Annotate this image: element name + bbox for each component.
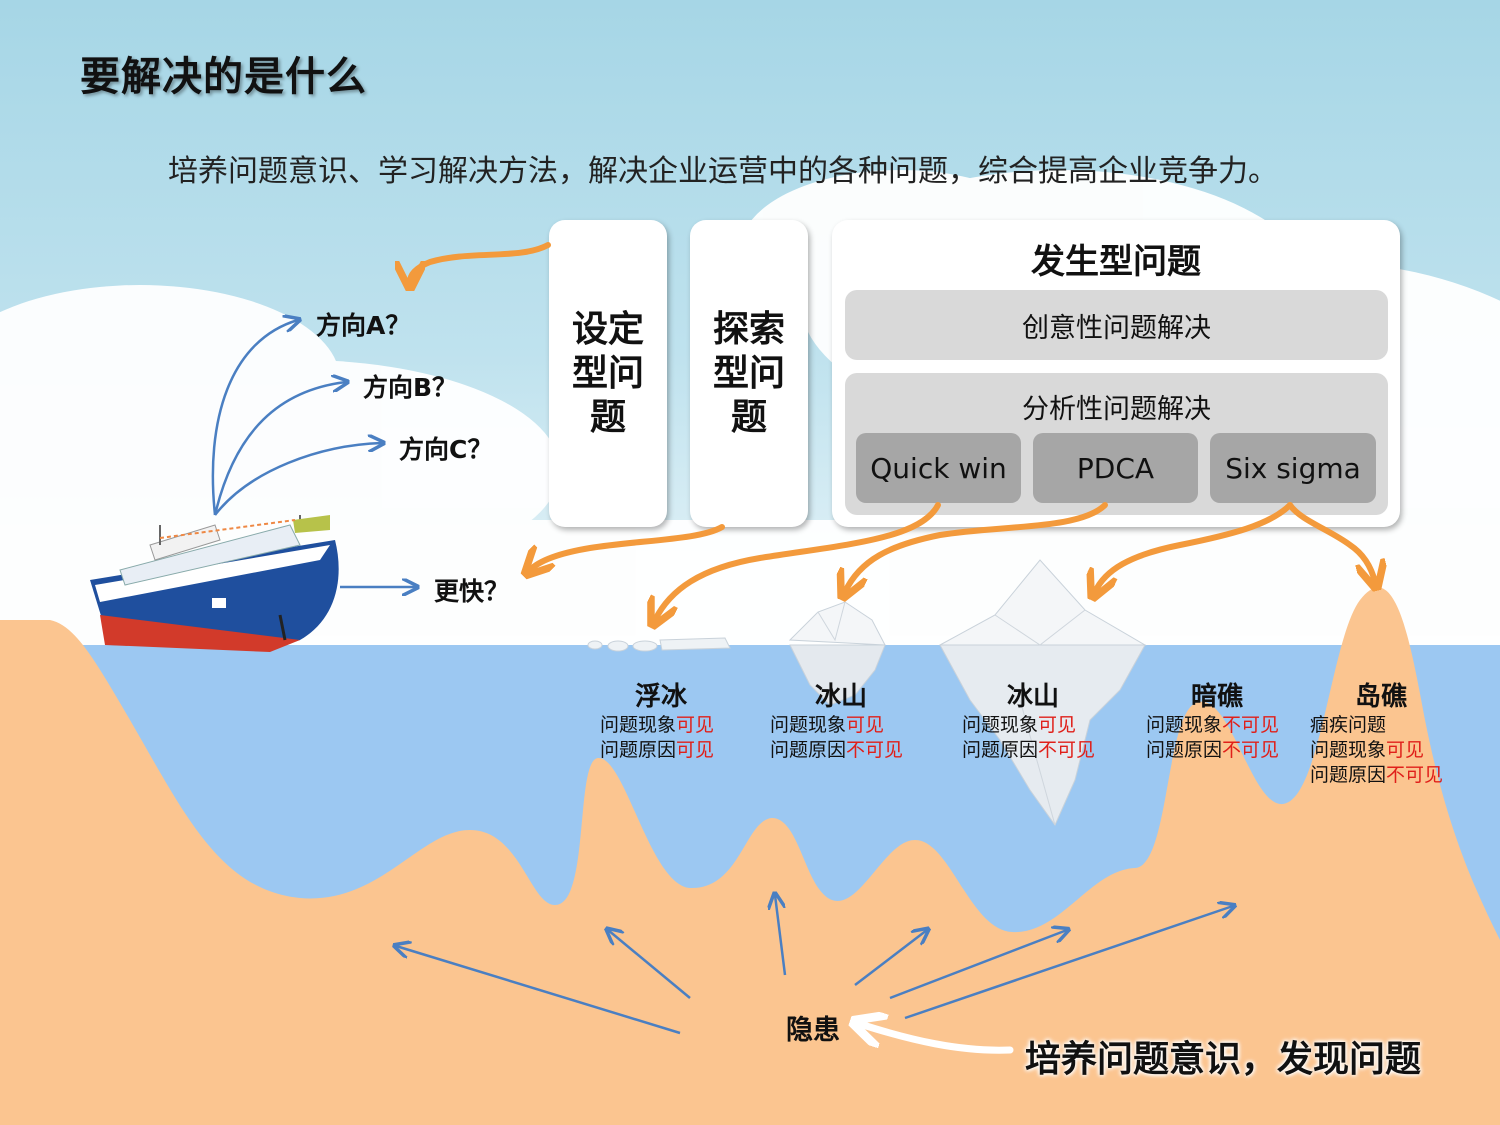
obstacle-floating-ice: 浮冰 问题现象可见 问题原因可见 [600, 676, 714, 763]
obstacle-hidden-reef: 暗礁 问题现象不可见 问题原因不可见 [1146, 676, 1279, 763]
direction-a-label: 方向A？ [316, 311, 411, 340]
method-pdca: PDCA [1033, 433, 1198, 503]
iceberg-large-icon [939, 559, 1147, 827]
obstacle-name: 暗礁 [1191, 682, 1244, 712]
analytical-solving-label: 分析性问题解决 [1022, 394, 1211, 425]
faster-label: 更快？ [434, 577, 510, 606]
direction-c-label: 方向C？ [399, 435, 493, 464]
obstacle-line: 问题原因不可见 [1310, 764, 1444, 786]
page-title: 要解决的是什么 [80, 54, 367, 100]
direction-b-label: 方向B？ [363, 373, 458, 402]
method-quick-win-label: Quick win [870, 451, 1007, 485]
set-type-card: 设定型问题 [549, 220, 667, 527]
bottom-slogan: 培养问题意识，发现问题 [1025, 1039, 1422, 1080]
method-six-sigma-label: Six sigma [1225, 451, 1361, 485]
obstacle-name: 浮冰 [635, 682, 688, 712]
obstacle-line: 问题现象可见 [770, 714, 885, 736]
obstacle-line: 问题现象不可见 [1146, 714, 1280, 736]
ship-icon [90, 515, 339, 652]
hazard-arrows [396, 895, 1233, 1035]
obstacle-line: 问题原因不可见 [1146, 739, 1280, 761]
orange-arrows [410, 242, 1375, 620]
hazard-label: 隐患 [786, 1015, 840, 1046]
obstacle-line: 问题现象可见 [962, 714, 1077, 736]
obstacle-line: 问题原因可见 [600, 739, 715, 761]
obstacle-iceberg-1: 冰山 问题现象可见 问题原因不可见 [770, 676, 903, 763]
method-six-sigma: Six sigma [1210, 433, 1376, 503]
obstacle-name: 冰山 [815, 682, 868, 712]
page-subtitle: 培养问题意识、学习解决方法，解决企业运营中的各种问题，综合提高企业竞争力。 [168, 154, 1278, 189]
analytical-solving-bar: 分析性问题解决 Quick win PDCA Six sigma [845, 373, 1388, 515]
occurring-type-card: 发生型问题 创意性问题解决 分析性问题解决 Quick win PDCA Six… [832, 220, 1400, 527]
occurring-type-title: 发生型问题 [1031, 242, 1201, 282]
obstacle-line: 痼疾问题 [1310, 714, 1387, 736]
obstacle-line: 问题现象可见 [600, 714, 715, 736]
obstacle-island-reef: 岛礁 痼疾问题 问题现象可见 问题原因不可见 [1310, 676, 1443, 788]
seabed [0, 587, 1500, 1125]
explore-type-label: 探索型问题 [712, 308, 785, 438]
set-type-label: 设定型问题 [571, 308, 644, 438]
method-pdca-label: PDCA [1076, 451, 1155, 485]
slogan-arrow [860, 1024, 1014, 1054]
direction-arrows [211, 320, 416, 587]
explore-type-card: 探索型问题 [690, 220, 808, 527]
obstacle-line: 问题原因不可见 [962, 739, 1096, 761]
obstacle-name: 冰山 [1007, 682, 1060, 712]
obstacle-iceberg-2: 冰山 问题现象可见 问题原因不可见 [962, 676, 1095, 763]
iceberg-small-icon [788, 601, 886, 706]
creative-solving-bar: 创意性问题解决 [845, 290, 1388, 360]
obstacle-line: 问题原因不可见 [770, 739, 904, 761]
obstacle-name: 岛礁 [1355, 682, 1408, 712]
creative-solving-label: 创意性问题解决 [1022, 312, 1211, 344]
obstacle-line: 问题现象可见 [1310, 739, 1425, 761]
method-quick-win: Quick win [856, 433, 1021, 503]
floating-ice-icon [587, 637, 731, 652]
